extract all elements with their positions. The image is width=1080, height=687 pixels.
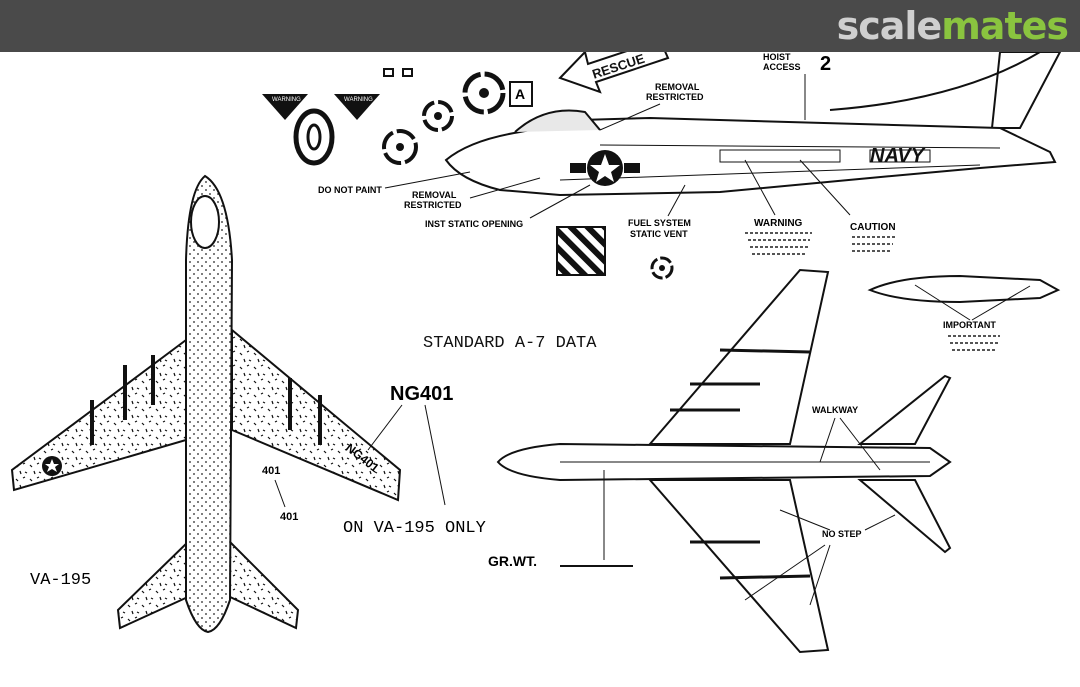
fuel-vent-target <box>650 256 674 280</box>
hazard-stripe-box <box>556 226 606 276</box>
side-view-aircraft: NAVY <box>444 109 1057 197</box>
small-rectangles-marking <box>383 68 413 77</box>
plan-view-outline-aircraft <box>496 268 952 654</box>
hoist-number: 2 <box>820 53 831 75</box>
plan-view-camouflaged-aircraft <box>10 174 402 634</box>
warning-triangle-left: WARNING <box>262 94 308 120</box>
warning-triangle-right: WARNING <box>334 94 380 120</box>
fuel-system-label-2: STATIC VENT <box>630 229 688 239</box>
canopy-outline <box>514 109 601 133</box>
removal-restricted-bottom-1: REMOVAL <box>412 190 457 200</box>
rescue-arrow: RESCUE <box>558 38 670 94</box>
drop-tank <box>867 274 1061 321</box>
site-header-bar: scalemates <box>0 0 1080 52</box>
warning-label: WARNING <box>754 218 803 229</box>
hoist-label-1: HOIST <box>763 52 791 62</box>
fuel-system-label-1: FUEL SYSTEM <box>628 218 691 228</box>
svg-text:A: A <box>515 86 525 102</box>
target-circle-small <box>382 129 418 165</box>
navy-marking: NAVY <box>870 145 926 167</box>
oval-marking <box>293 108 335 166</box>
do-not-paint-label: DO NOT PAINT <box>318 185 382 195</box>
code-401-wing: 401 <box>262 465 280 477</box>
on-va195-only-label: ON VA-195 ONLY <box>343 519 486 538</box>
no-step-label: NO STEP <box>822 529 862 539</box>
caution-label: CAUTION <box>850 222 896 233</box>
inst-static-opening-label: INST STATIC OPENING <box>425 219 523 229</box>
gr-wt-label: GR.WT. <box>488 553 537 569</box>
va195-label: VA-195 <box>30 571 91 590</box>
target-circle-large <box>462 71 506 115</box>
warning-fine-print <box>745 232 812 255</box>
scalemates-logo[interactable]: scalemates <box>836 4 1069 48</box>
a-badge: A <box>509 81 533 107</box>
standard-a7-data-title: STANDARD A-7 DATA <box>423 334 597 353</box>
important-label: IMPORTANT <box>943 320 996 330</box>
caution-fine-print <box>852 236 895 252</box>
decal-drawing: NAVY RESCUE HOIST ACCESS 2 REMOVAL RESTR… <box>10 38 1062 654</box>
walkway-label: WALKWAY <box>812 405 858 415</box>
tail-fin-outline <box>990 51 1062 129</box>
decal-sheet-image: NAVY RESCUE HOIST ACCESS 2 REMOVAL RESTR… <box>0 38 1080 682</box>
important-fine-print <box>948 335 1000 351</box>
target-circle-medium <box>422 100 454 132</box>
logo-mates-text: mates <box>941 4 1069 48</box>
svg-text:WARNING: WARNING <box>272 97 301 103</box>
removal-restricted-bottom-2: RESTRICTED <box>404 200 462 210</box>
logo-scale-text: scale <box>836 4 943 48</box>
ng401-label: NG401 <box>390 383 453 405</box>
removal-restricted-top-2: RESTRICTED <box>646 92 704 102</box>
removal-restricted-top-1: REMOVAL <box>655 82 700 92</box>
code-401-label: 401 <box>280 511 298 523</box>
svg-text:WARNING: WARNING <box>344 97 373 103</box>
refuel-probe-line <box>829 51 1041 111</box>
hoist-label-2: ACCESS <box>763 62 801 72</box>
